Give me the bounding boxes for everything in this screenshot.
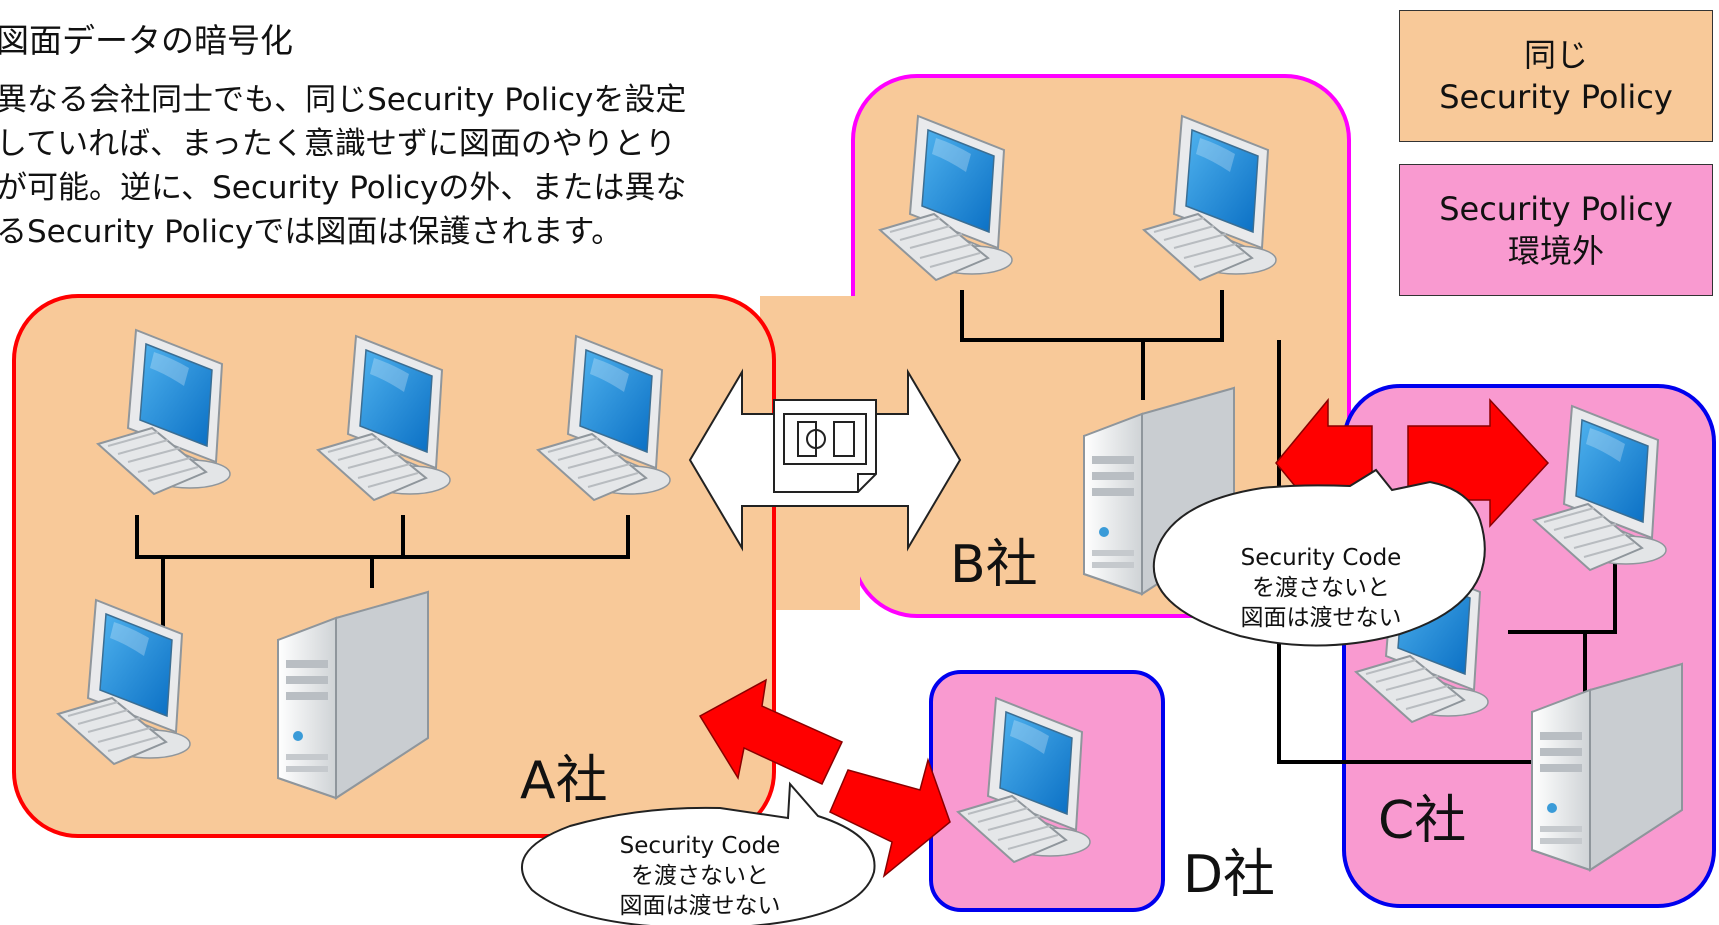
company-d-label: D社 (1183, 845, 1276, 905)
company-a-label: A社 (520, 751, 608, 811)
blocked-arrow-a-d (698, 678, 951, 878)
legend-outside-line2: 環境外 (1507, 232, 1604, 270)
description-line: 異なる会社同士でも、同じSecurity Policyを設定 (0, 82, 687, 118)
callout-bc-line: 図面は渡せない (1240, 605, 1402, 631)
company-c-label: C社 (1378, 791, 1467, 851)
description-line: が可能。逆に、Security Policyの外、または異な (0, 170, 687, 206)
callout-bc-bubble (1152, 468, 1486, 647)
company-b-label: B社 (950, 535, 1038, 595)
callout-ad-text: Security Code を渡さないと 図面は渡せない (570, 831, 830, 921)
legend-same-line2: Security Policy (1439, 78, 1673, 116)
legend-outside-policy: Security Policy 環境外 (1399, 164, 1713, 296)
callout-ad-line: 図面は渡せない (619, 893, 781, 919)
callout-ad-line: Security Code (619, 833, 781, 859)
callout-bc-text: Security Code を渡さないと 図面は渡せない (1196, 543, 1446, 633)
callout-bc-line: Security Code (1240, 545, 1402, 571)
network-lines-c (1508, 558, 1617, 700)
legend-same-line1: 同じ (1523, 36, 1588, 74)
network-lines-b (960, 290, 1563, 764)
callout-bc-line: を渡さないと (1252, 575, 1390, 601)
callout-ad-bubble (521, 781, 876, 925)
description-line: していれば、まったく意識せずに図面のやりとり (0, 126, 676, 162)
legend-same-policy: 同じ Security Policy (1399, 10, 1713, 142)
description: 異なる会社同士でも、同じSecurity Policyを設定 していれば、まった… (0, 78, 816, 254)
callout-ad-line: を渡さないと (631, 863, 769, 889)
drawing-document-icon (773, 399, 877, 493)
page-title: 図面データの暗号化 (0, 21, 293, 60)
description-line: るSecurity Policyでは図面は保護されます。 (0, 214, 623, 250)
legend-outside-line1: Security Policy (1439, 190, 1673, 228)
